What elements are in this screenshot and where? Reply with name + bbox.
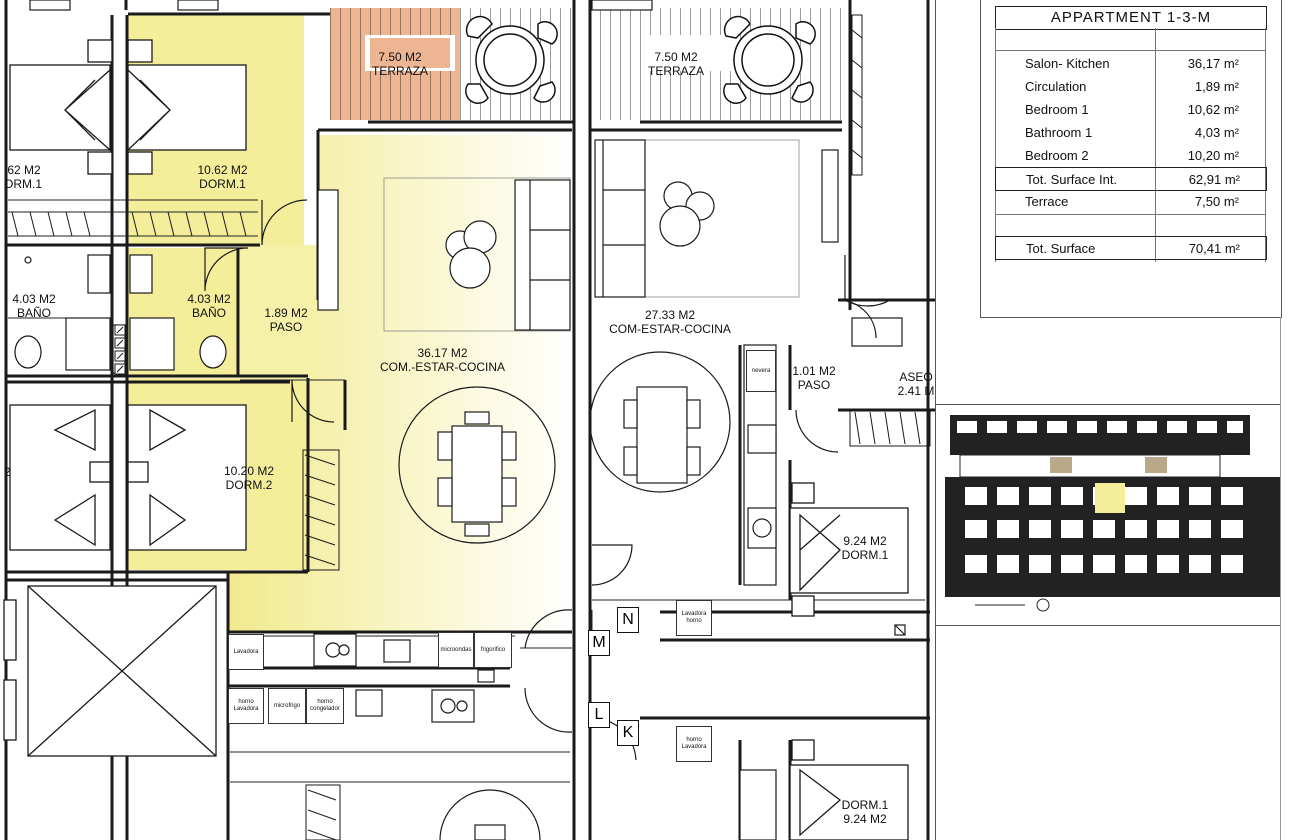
room-name: DORM.1 bbox=[199, 177, 246, 191]
bathroom-fixtures bbox=[14, 254, 903, 374]
marker-n: N bbox=[617, 607, 639, 633]
appliance-microfrigo: microfrigo bbox=[268, 688, 306, 724]
schedule-row-bedroom2: Bedroom 2 10,20 m² bbox=[995, 144, 1265, 166]
appliance-frigorifico: frigorifico bbox=[474, 632, 512, 668]
room-label-dorm1-right-a: 9.24 M2 DORM.1 bbox=[830, 534, 900, 562]
row-name: Circulation bbox=[1025, 79, 1087, 94]
schedule-row-bathroom1: Bathroom 1 4,03 m² bbox=[995, 121, 1265, 143]
appliance-lavadora-horno-b: horno Lavadora bbox=[676, 726, 712, 762]
appliance-microondas: microondas bbox=[438, 632, 474, 668]
room-label-bath-left: 4.03 M2 BAÑO bbox=[4, 292, 64, 320]
room-name: BAÑO bbox=[191, 306, 226, 320]
room-name: PASO bbox=[797, 378, 831, 392]
living-furniture-right bbox=[589, 139, 839, 586]
schedule-row-bedroom1: Bedroom 1 10,62 m² bbox=[995, 98, 1265, 120]
room-name: ORM.1 bbox=[4, 177, 43, 191]
room-label-dorm1-left: .62 M2 ORM.1 bbox=[4, 163, 54, 191]
area-text: 4.03 M2 bbox=[12, 292, 56, 306]
room-name: DORM.2 bbox=[225, 478, 273, 492]
area-text: 10.62 M2 bbox=[197, 163, 248, 177]
row-value: 10,20 m² bbox=[1187, 148, 1239, 163]
room-name: ASEO bbox=[899, 370, 933, 384]
room-label-aseo-right: ASEO 2.41 M bbox=[896, 370, 936, 398]
schedule-row-total-interior: Tot. Surface Int. 62,91 m² bbox=[995, 167, 1267, 191]
area-text: 2 bbox=[4, 465, 11, 479]
area-text: 4.03 M2 bbox=[187, 292, 231, 306]
row-value: 62,91 m² bbox=[1188, 172, 1240, 187]
area-text: 9.24 M2 bbox=[843, 812, 887, 826]
appliance-nevera: nevera bbox=[746, 350, 776, 392]
area-text: 9.24 M2 bbox=[843, 534, 887, 548]
room-label-dorm1-right-b: DORM.1 9.24 M2 bbox=[830, 798, 900, 826]
row-name: Terrace bbox=[1025, 194, 1069, 209]
row-value: 7,50 m² bbox=[1194, 194, 1239, 209]
beds bbox=[9, 39, 909, 840]
area-text: 7.50 M2 bbox=[378, 50, 422, 64]
row-name: Bedroom 1 bbox=[1025, 102, 1089, 117]
schedule-row-terrace: Terrace 7,50 m² bbox=[995, 190, 1265, 212]
marker-m: M bbox=[588, 630, 610, 656]
room-label-dorm1-main: 10.62 M2 DORM.1 bbox=[185, 163, 260, 191]
terrace-table-b bbox=[723, 15, 816, 104]
area-text: 10.20 M2 bbox=[223, 464, 275, 478]
paso-fill bbox=[240, 245, 320, 380]
floor-plan bbox=[3, 0, 935, 840]
row-value: 10,62 m² bbox=[1187, 102, 1239, 117]
kitchens bbox=[313, 633, 495, 723]
area-text: 27.33 M2 bbox=[644, 308, 696, 322]
room-name: TERRAZA bbox=[647, 64, 704, 78]
area-text: 2.41 M bbox=[897, 384, 935, 398]
room-label-paso-main: 1.89 M2 PASO bbox=[258, 306, 314, 334]
room-name: BAÑO bbox=[16, 306, 51, 320]
area-text: 7.50 M2 bbox=[654, 50, 698, 64]
terrace-table-a bbox=[465, 15, 558, 104]
room-name: DORM.1 bbox=[841, 798, 889, 812]
room-label-paso-right: 1.01 M2 PASO bbox=[786, 364, 842, 392]
marker-k: K bbox=[617, 720, 639, 746]
row-value: 36,17 m² bbox=[1187, 56, 1239, 71]
room-label-living-right: 27.33 M2 COM-ESTAR-COCINA bbox=[600, 308, 740, 336]
room-label-dorm2-main: 10.20 M2 DORM.2 bbox=[215, 464, 283, 492]
wardrobes bbox=[11, 14, 931, 840]
area-text: 1.89 M2 bbox=[264, 306, 308, 320]
row-value: 70,41 m² bbox=[1188, 241, 1240, 256]
row-value: 1,89 m² bbox=[1194, 79, 1239, 94]
appliance-horno-congelador: horno congelador bbox=[306, 688, 344, 724]
marker-l: L bbox=[588, 702, 610, 728]
room-label-bath-main: 4.03 M2 BAÑO bbox=[178, 292, 240, 320]
room-name: DORM.1 bbox=[841, 548, 889, 562]
room-name: PASO bbox=[269, 320, 303, 334]
room-name: TERRAZA bbox=[371, 64, 428, 78]
schedule-row-salon: Salon- Kitchen 36,17 m² bbox=[995, 52, 1265, 74]
schedule-row-circulation: Circulation 1,89 m² bbox=[995, 75, 1265, 97]
schedule-row-total: Tot. Surface 70,41 m² bbox=[995, 236, 1267, 260]
key-plan-drawing bbox=[945, 415, 1280, 612]
room-label-terrace-b: 7.50 M2 TERRAZA bbox=[636, 50, 716, 78]
room-label-dorm2-left: 2 bbox=[4, 465, 24, 479]
area-schedule bbox=[980, 0, 1282, 318]
key-plan bbox=[935, 404, 1280, 626]
room-label-living-main: 36.17 M2 COM.-ESTAR-COCINA bbox=[370, 346, 515, 374]
schedule-title: APPARTMENT 1-3-M bbox=[995, 6, 1267, 30]
living-furniture-main bbox=[317, 177, 571, 544]
row-name: Tot. Surface bbox=[1026, 241, 1096, 256]
row-name: Bedroom 2 bbox=[1025, 148, 1089, 163]
row-name: Bathroom 1 bbox=[1025, 125, 1093, 140]
room-name: COM.-ESTAR-COCINA bbox=[379, 360, 506, 374]
row-value: 4,03 m² bbox=[1194, 125, 1239, 140]
room-name: COM-ESTAR-COCINA bbox=[609, 322, 731, 336]
appliance-horno-lavadora: horno Lavadora bbox=[228, 688, 264, 724]
appliance-lavadora-horno-a: Lavadora horno bbox=[676, 600, 712, 636]
area-text: 36.17 M2 bbox=[417, 346, 468, 360]
room-label-terrace-a: 7.50 M2 TERRAZA bbox=[360, 50, 440, 78]
appliance-lavadora: Lavadora bbox=[228, 634, 264, 670]
lift-shaft bbox=[3, 585, 217, 757]
row-name: Salon- Kitchen bbox=[1025, 56, 1110, 71]
area-text: .62 M2 bbox=[4, 163, 41, 177]
row-name: Tot. Surface Int. bbox=[1026, 172, 1118, 187]
area-text: 1.01 M2 bbox=[792, 364, 836, 378]
